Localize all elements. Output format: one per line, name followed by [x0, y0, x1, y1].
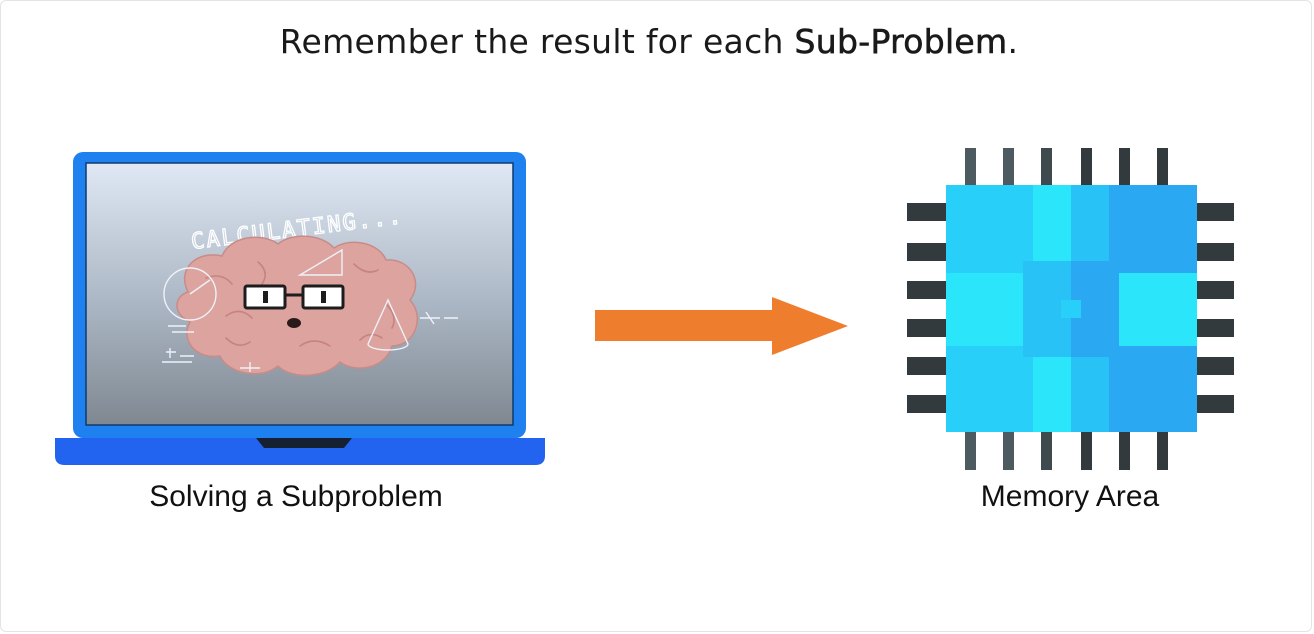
chip-body	[946, 185, 1197, 432]
brain-shape	[176, 235, 419, 377]
laptop-base	[55, 438, 545, 465]
cone-doodle	[367, 298, 409, 351]
title-prefix: Remember the result for each	[279, 22, 795, 61]
eye-right	[321, 291, 326, 303]
formula-doodle-1	[162, 348, 194, 363]
formula-doodle-3	[240, 362, 260, 372]
slide-title: Remember the result for each Sub-Problem…	[0, 22, 1298, 62]
memory-chip-icon	[907, 148, 1234, 470]
circle-doodle	[163, 267, 217, 321]
laptop-caption: Solving a Subproblem	[149, 480, 443, 513]
title-suffix: .	[1007, 22, 1019, 61]
math-doodles	[162, 248, 458, 372]
formula-doodle-4	[168, 325, 194, 333]
chip-pins-left	[907, 203, 947, 413]
laptop-icon: CALCULATING...	[55, 152, 545, 465]
eye-left	[263, 291, 268, 303]
circle-doodle-radius	[189, 279, 211, 295]
laptop-notch	[256, 438, 352, 448]
memory-caption: Memory Area	[980, 480, 1160, 513]
chip-pins-bottom	[965, 430, 1168, 470]
chip-pins-top	[965, 148, 1168, 186]
chip-pins-right	[1196, 203, 1234, 413]
formula-doodle-2	[420, 311, 458, 325]
triangle-doodle	[297, 248, 343, 276]
title-emphasis: Sub-Problem	[794, 22, 1008, 62]
flow-arrow	[595, 297, 848, 355]
brain-folds	[205, 261, 395, 347]
mouth	[287, 318, 301, 328]
